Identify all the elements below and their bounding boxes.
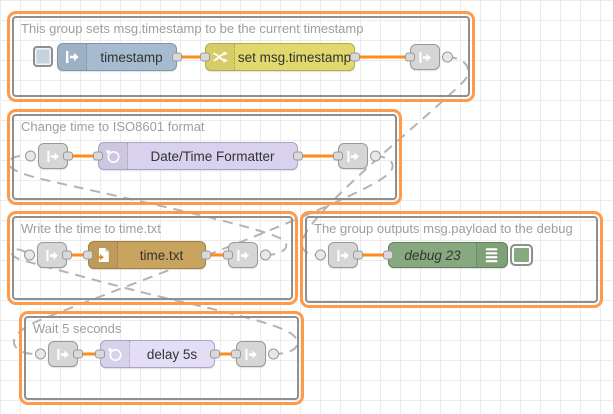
node-label: debug 23 — [404, 247, 461, 263]
link-out-icon — [244, 347, 259, 362]
output-port[interactable] — [350, 52, 360, 62]
debug-enable-toggle[interactable] — [510, 244, 533, 266]
link-out-node-g2[interactable] — [333, 143, 381, 169]
output-port[interactable] — [62, 250, 72, 260]
virtual-link-port[interactable] — [268, 348, 279, 360]
debug-node-23[interactable]: debug 23 — [383, 242, 508, 268]
link-out-icon — [346, 149, 361, 164]
debug-output-icon — [476, 243, 507, 267]
inject-node-timestamp[interactable]: timestamp — [57, 43, 182, 71]
node-label: delay 5s — [146, 346, 198, 362]
virtual-link-port[interactable] — [370, 150, 381, 162]
group-label: Wait 5 seconds — [33, 321, 122, 336]
input-port[interactable] — [95, 349, 105, 359]
link-in-icon — [56, 347, 71, 362]
inject-trigger-button[interactable] — [33, 46, 53, 67]
output-port[interactable] — [172, 52, 182, 62]
datetime-formatter-node[interactable]: Date/Time Formatter — [93, 142, 303, 170]
timer-icon — [99, 143, 128, 169]
inject-arrow-icon — [58, 44, 87, 70]
group-label: This group sets msg.timestamp to be the … — [21, 21, 364, 36]
link-in-icon — [45, 248, 60, 263]
input-port[interactable] — [93, 151, 103, 161]
output-port[interactable] — [73, 349, 83, 359]
virtual-link-port[interactable] — [24, 249, 35, 261]
input-port[interactable] — [223, 250, 233, 260]
link-out-node-g1[interactable] — [405, 44, 453, 70]
link-out-icon — [418, 50, 433, 65]
link-in-node-g4[interactable] — [315, 242, 363, 268]
output-port[interactable] — [293, 151, 303, 161]
link-out-icon — [236, 248, 251, 263]
link-in-node-g5[interactable] — [35, 341, 83, 367]
shuffle-icon — [206, 44, 235, 70]
group-label: Change time to ISO8601 format — [21, 119, 205, 134]
link-in-node-g3[interactable] — [24, 242, 72, 268]
node-label: set msg.timestamp — [237, 49, 352, 65]
delay-node-5s[interactable]: delay 5s — [95, 340, 220, 368]
link-in-icon — [336, 248, 351, 263]
input-port[interactable] — [333, 151, 343, 161]
virtual-link-port[interactable] — [260, 249, 271, 261]
output-port[interactable] — [63, 151, 73, 161]
virtual-link-port[interactable] — [315, 249, 326, 261]
file-node-time-txt[interactable]: time.txt — [83, 241, 211, 269]
virtual-link-port[interactable] — [25, 150, 36, 162]
link-out-node-g5[interactable] — [231, 341, 279, 367]
output-port[interactable] — [201, 250, 211, 260]
virtual-link-port[interactable] — [442, 51, 453, 63]
input-port[interactable] — [83, 250, 93, 260]
timer-icon — [101, 341, 130, 367]
input-port[interactable] — [405, 52, 415, 62]
node-label: time.txt — [139, 247, 184, 263]
link-in-node-g2[interactable] — [25, 143, 73, 169]
input-port[interactable] — [200, 52, 210, 62]
link-in-icon — [46, 149, 61, 164]
change-node-set-timestamp[interactable]: set msg.timestamp — [200, 43, 360, 71]
link-out-node-g3[interactable] — [223, 242, 271, 268]
input-port[interactable] — [231, 349, 241, 359]
node-label: Date/Time Formatter — [150, 148, 275, 164]
virtual-link-port[interactable] — [35, 348, 46, 360]
file-out-icon — [89, 242, 118, 268]
group-label: Write the time to time.txt — [21, 221, 161, 236]
output-port[interactable] — [353, 250, 363, 260]
group-label: The group outputs msg.payload to the deb… — [314, 221, 573, 236]
input-port[interactable] — [383, 250, 393, 260]
output-port[interactable] — [210, 349, 220, 359]
node-label: timestamp — [100, 49, 163, 65]
